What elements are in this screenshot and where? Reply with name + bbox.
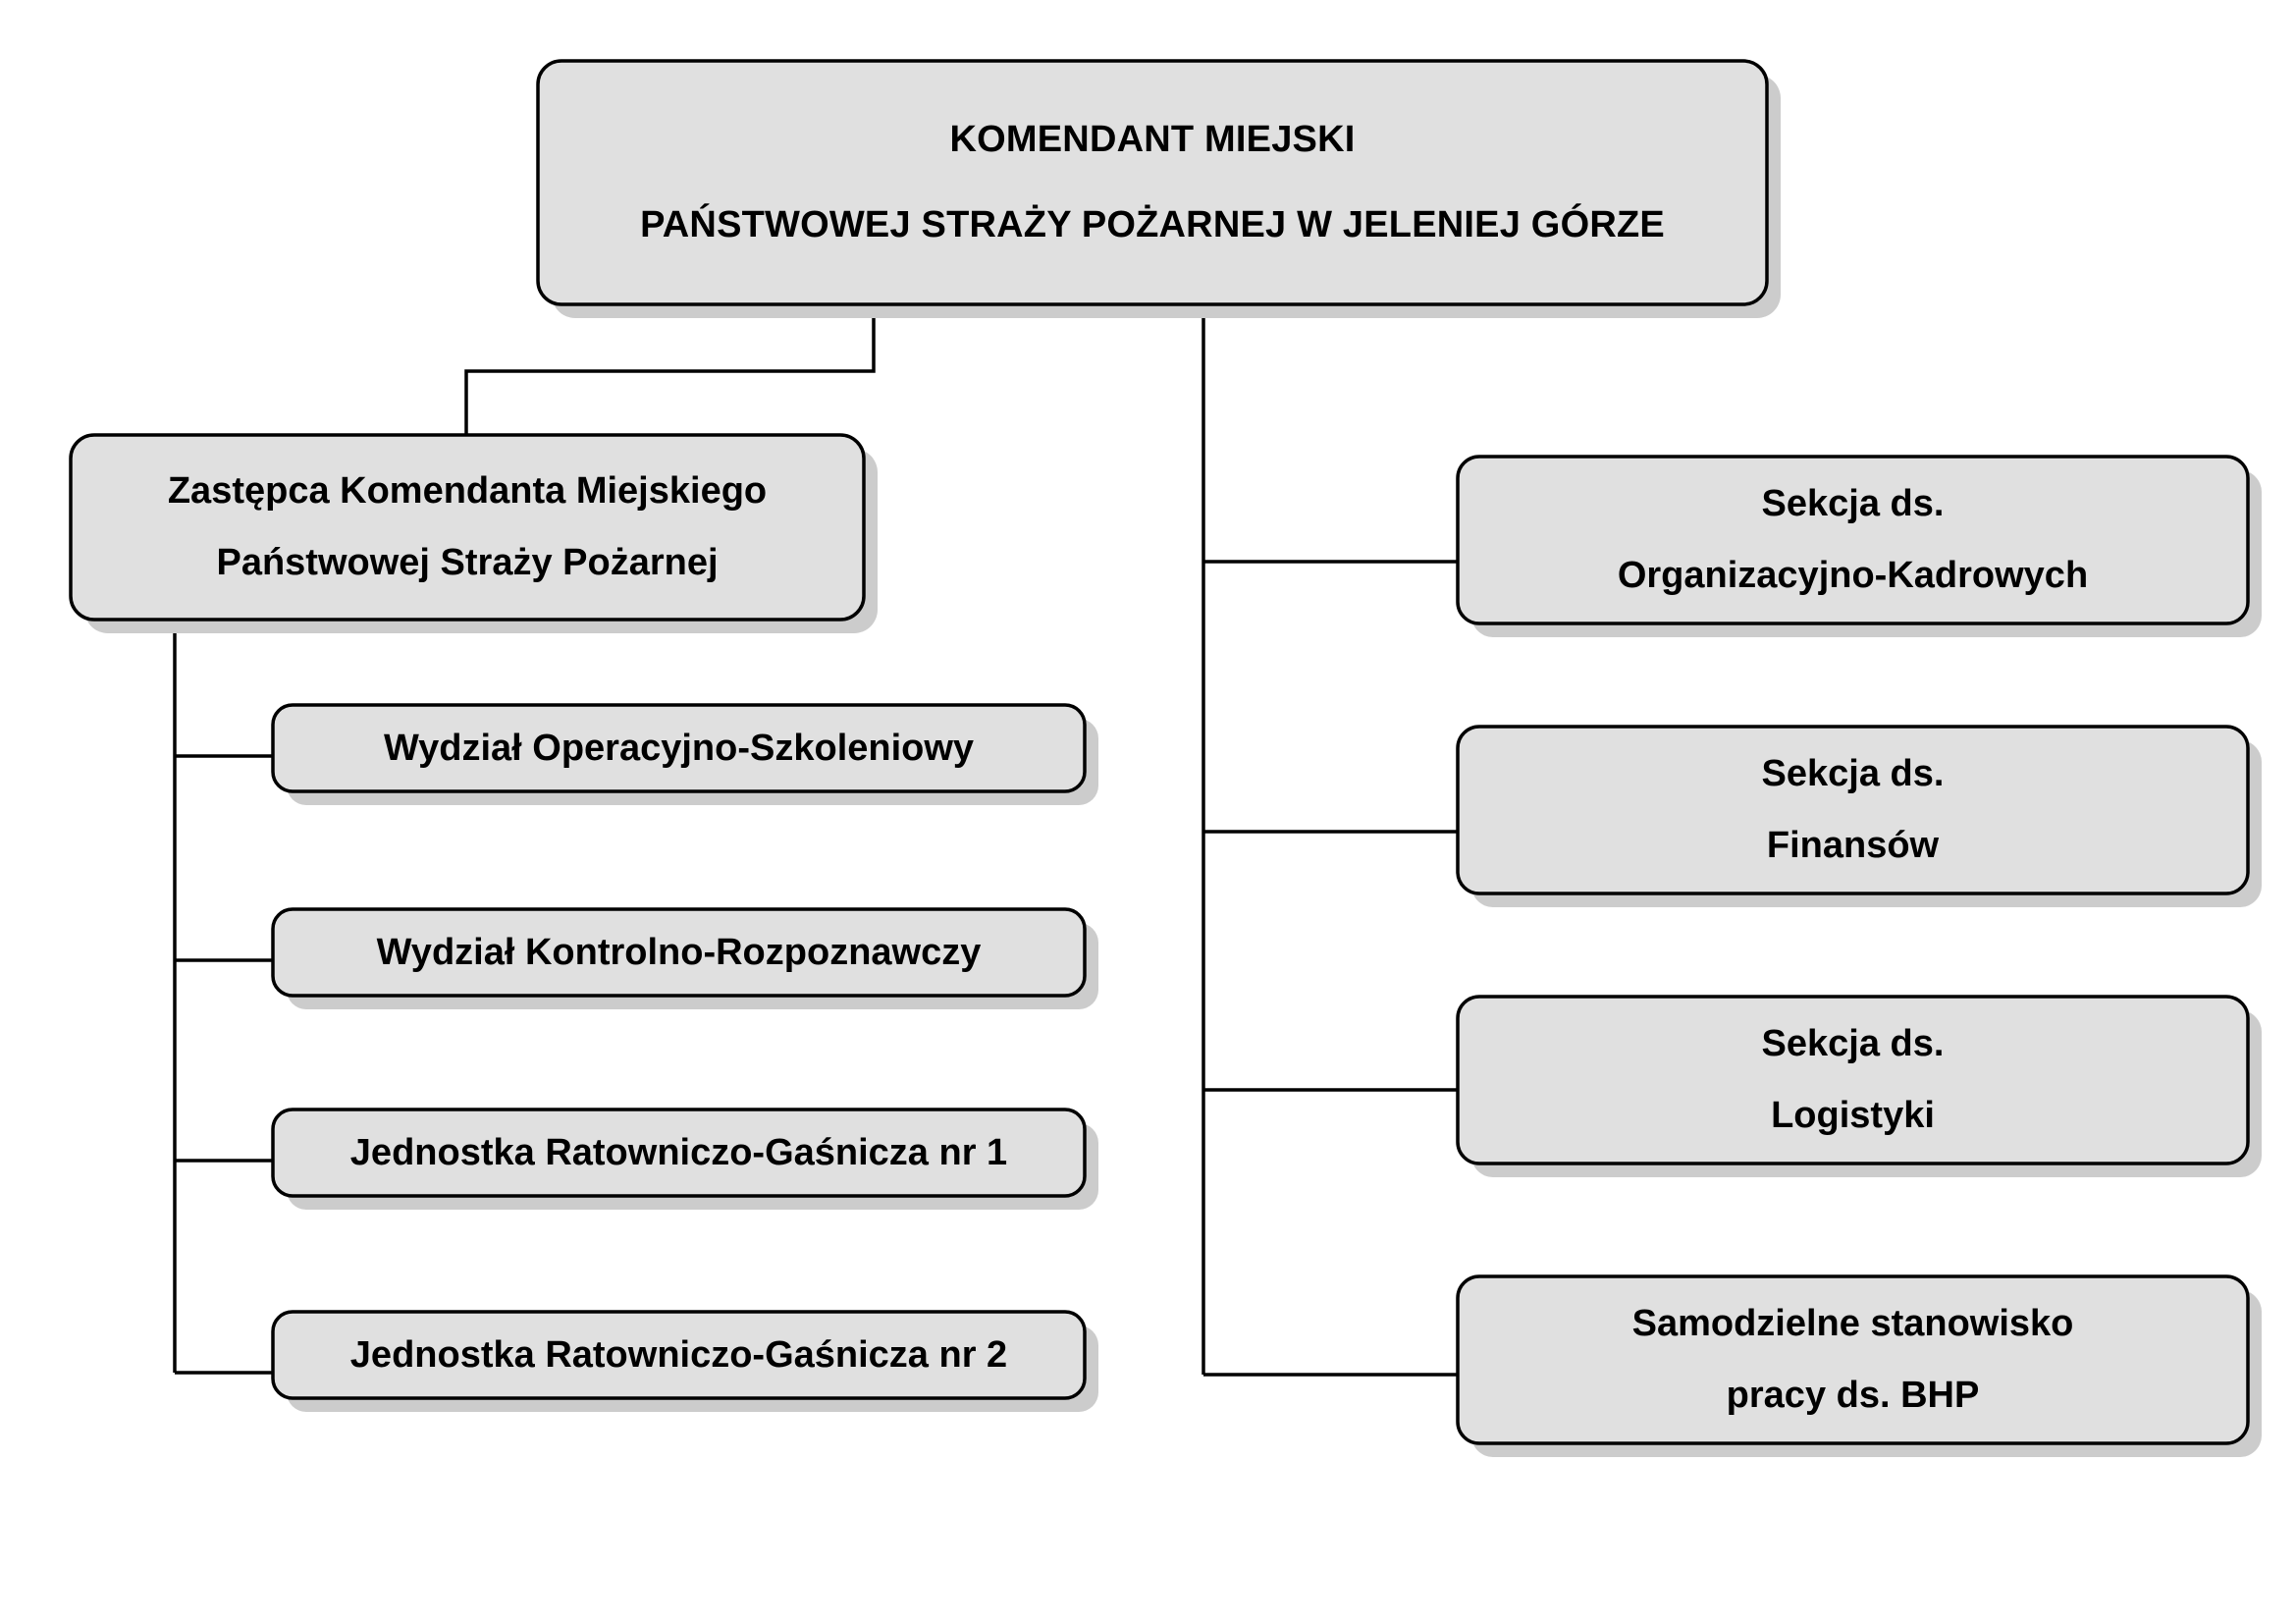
node-left-4-box[interactable] [271, 1310, 1087, 1400]
connector-group [173, 304, 1458, 1377]
node-left-1-box[interactable] [271, 703, 1087, 793]
node-right-4-box[interactable] [1456, 1274, 2250, 1445]
node-left-2-box[interactable] [271, 907, 1087, 998]
connector-root-to-deputy [464, 304, 876, 435]
box-group [69, 59, 2250, 1445]
node-right-2-box[interactable] [1456, 725, 2250, 895]
node-right-1-box[interactable] [1456, 455, 2250, 625]
node-left-3-box[interactable] [271, 1108, 1087, 1198]
node-root-box[interactable] [536, 59, 1769, 306]
node-deputy-box[interactable] [69, 433, 866, 622]
node-right-3-box[interactable] [1456, 995, 2250, 1165]
